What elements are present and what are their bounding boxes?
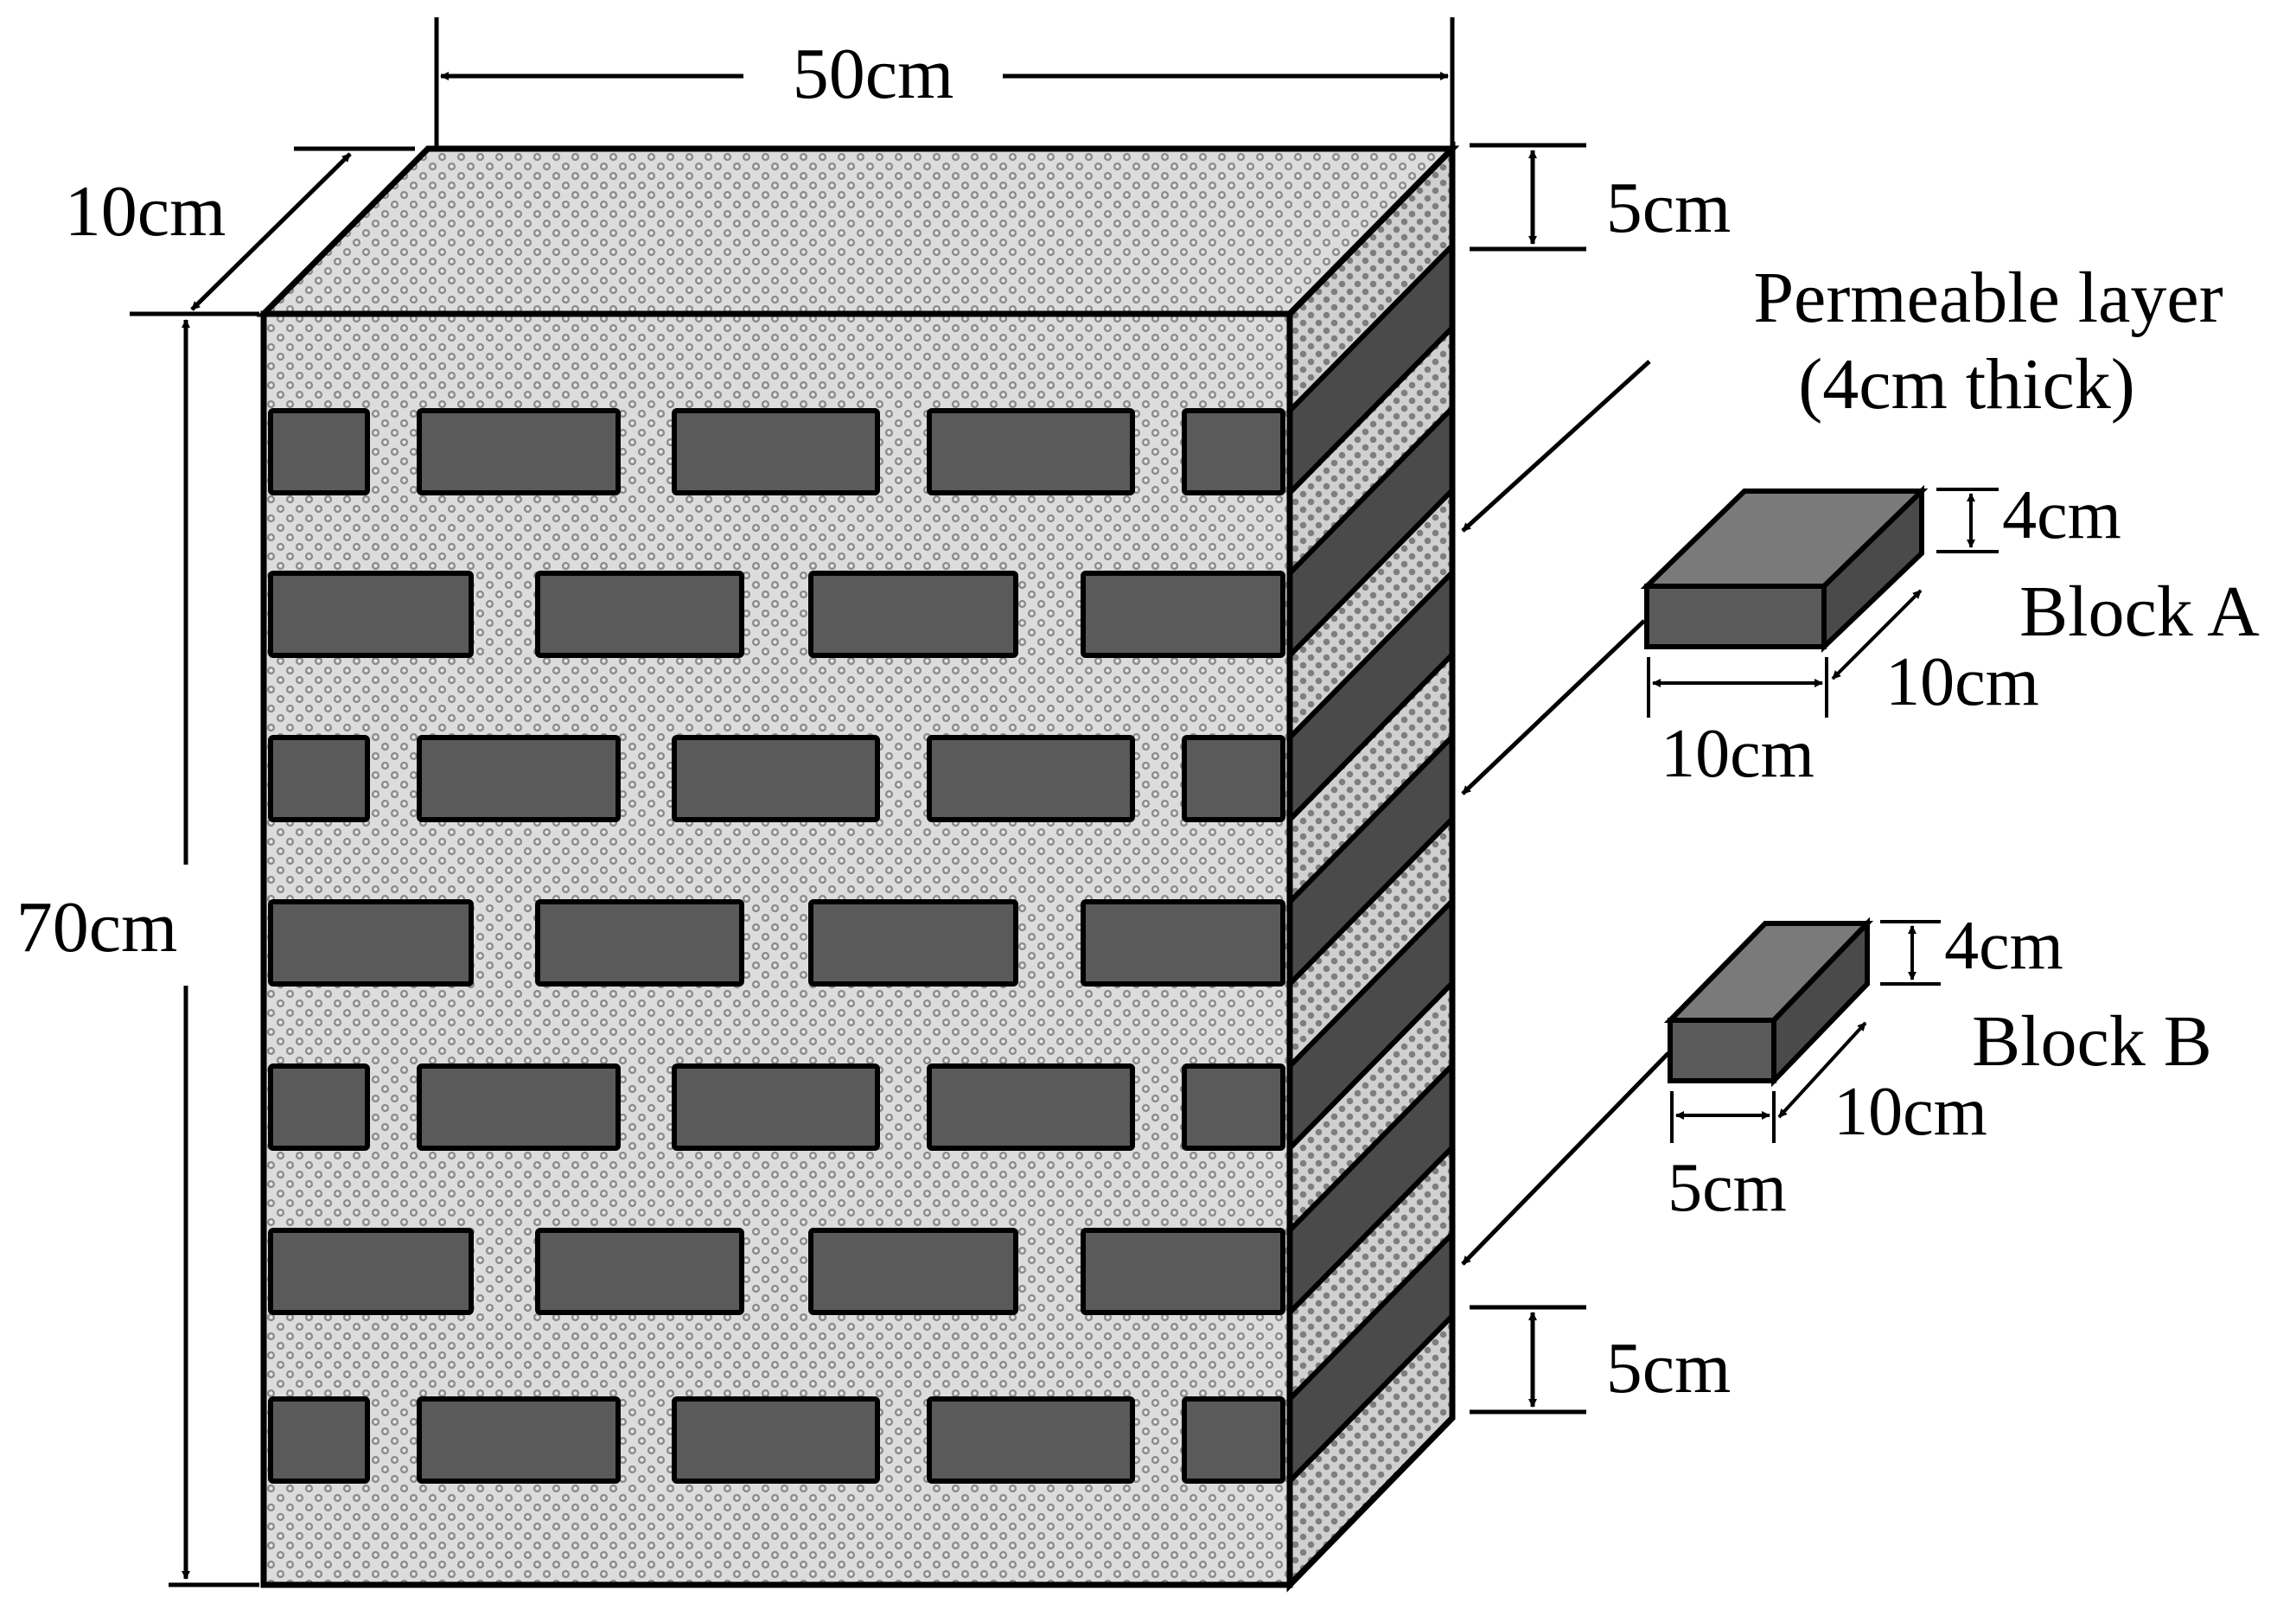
block-a-height-label: 4cm xyxy=(2002,477,2121,553)
brick-row6-1 xyxy=(268,1228,474,1315)
brick-row7-1 xyxy=(268,1396,370,1484)
block-b-width-label: 5cm xyxy=(1668,1150,1787,1226)
brick-row4-2 xyxy=(535,899,744,987)
permeable-layer-callout: Permeable layer (4cm thick) xyxy=(1461,258,2223,533)
brick-row3-1 xyxy=(268,735,370,822)
block-a-pointer xyxy=(1461,619,1646,795)
brick-row2-4 xyxy=(1081,571,1285,658)
depth-label: 10cm xyxy=(65,171,226,252)
top-layer-label: 5cm xyxy=(1606,168,1732,248)
brick-row1-1 xyxy=(268,408,370,495)
brick-row4-3 xyxy=(808,899,1018,987)
block-a-width-label: 10cm xyxy=(1661,716,1814,792)
brick-row4-1 xyxy=(268,899,474,987)
front-bricks xyxy=(268,408,1285,1484)
block-a: 4cm Block A 10cm 10cm xyxy=(1461,477,2260,795)
bottom-layer-label: 5cm xyxy=(1606,1328,1732,1408)
block-b-pointer xyxy=(1461,1051,1670,1266)
block-b-front xyxy=(1668,1018,1776,1083)
brick-row5-3 xyxy=(672,1063,880,1151)
brick-row4-4 xyxy=(1081,899,1285,987)
brick-row5-2 xyxy=(417,1063,621,1151)
brick-row3-4 xyxy=(927,735,1135,822)
dimension-height: 70cm xyxy=(16,319,259,1587)
block-b-height-label: 4cm xyxy=(1944,908,2063,984)
brick-row6-4 xyxy=(1081,1228,1285,1315)
side-brick-courses xyxy=(1287,239,1455,1488)
permeable-layer-line2: (4cm thick) xyxy=(1798,344,2135,425)
width-label: 50cm xyxy=(793,34,954,114)
height-label: 70cm xyxy=(16,887,178,968)
wall xyxy=(256,141,1460,1593)
block-a-front xyxy=(1644,584,1827,649)
brick-row3-2 xyxy=(417,735,621,822)
wall-top-face xyxy=(256,145,1460,317)
dimension-bottom-layer: 5cm xyxy=(1470,1305,1732,1415)
brick-row5-1 xyxy=(268,1063,370,1151)
dimension-depth: 10cm xyxy=(65,146,415,316)
block-b-depth-label: 10cm xyxy=(1834,1074,1987,1150)
brick-row1-5 xyxy=(1182,408,1285,495)
brick-row6-2 xyxy=(535,1228,744,1315)
brick-row5-4 xyxy=(927,1063,1135,1151)
brick-row7-2 xyxy=(417,1396,621,1484)
block-a-depth-label: 10cm xyxy=(1885,644,2039,720)
block-b: 4cm Block B 10cm 5cm xyxy=(1461,908,2212,1266)
block-a-name: Block A xyxy=(2019,572,2260,652)
brick-row2-1 xyxy=(268,571,474,658)
block-b-name: Block B xyxy=(1972,1001,2212,1082)
permeable-layer-line1: Permeable layer xyxy=(1753,258,2223,338)
brick-row3-5 xyxy=(1182,735,1285,822)
brick-row6-3 xyxy=(808,1228,1018,1315)
brick-row2-2 xyxy=(535,571,744,658)
dimension-width: 50cm xyxy=(434,17,1455,149)
dimension-top-layer: 5cm xyxy=(1470,143,1732,252)
brick-row7-3 xyxy=(672,1396,880,1484)
wall-side-outline xyxy=(1286,141,1456,1593)
brick-row1-3 xyxy=(672,408,880,495)
brick-row1-4 xyxy=(927,408,1135,495)
brick-row7-5 xyxy=(1182,1396,1285,1484)
brick-row2-3 xyxy=(808,571,1018,658)
brick-row1-2 xyxy=(417,408,621,495)
brick-row7-4 xyxy=(927,1396,1135,1484)
brick-row3-3 xyxy=(672,735,880,822)
brick-row5-5 xyxy=(1182,1063,1285,1151)
